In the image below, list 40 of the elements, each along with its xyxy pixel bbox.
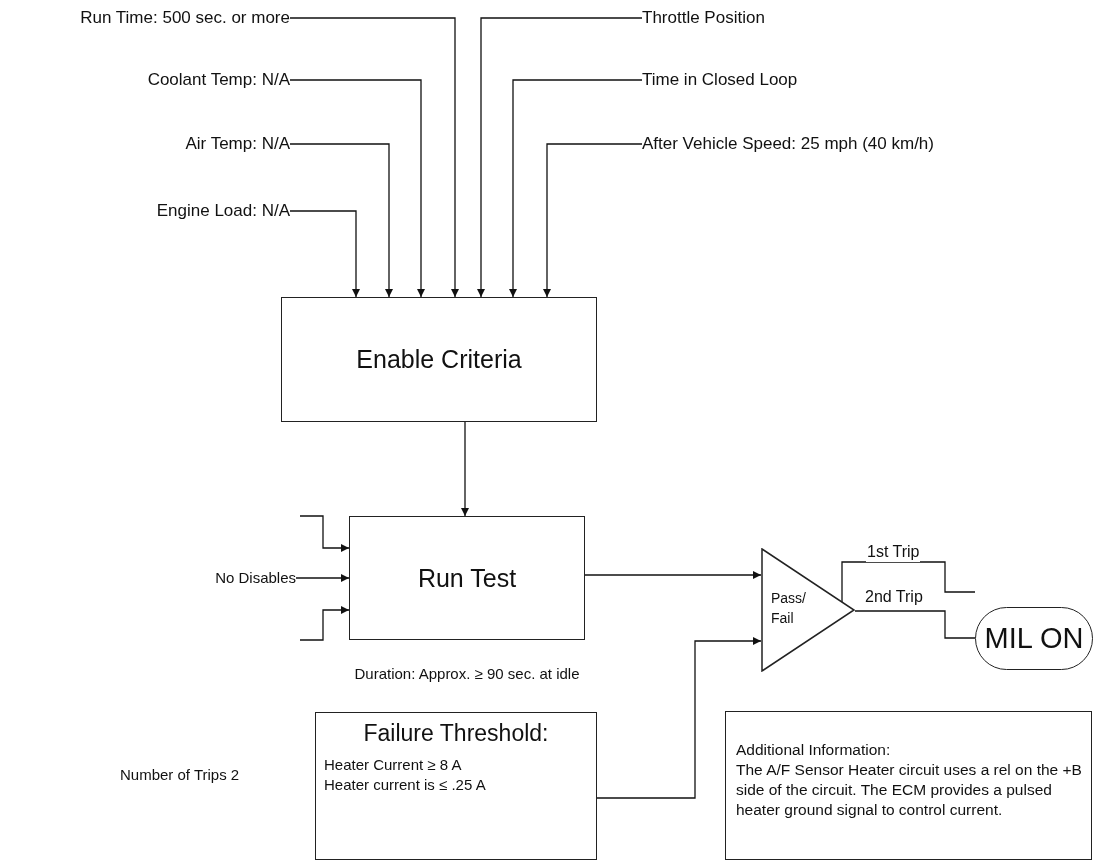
connector-arrow [299, 515, 350, 552]
pass-fail-triangle [761, 548, 855, 672]
criterion-label: Engine Load: N/A [156, 200, 290, 222]
connector-arrow [543, 143, 643, 298]
connector-arrow [289, 17, 459, 298]
trip-count-note: Number of Trips 2 [120, 765, 240, 785]
criterion-label: Throttle Position [642, 7, 765, 29]
connector-arrow [461, 421, 469, 517]
threshold-line: Heater current is ≤ .25 A [324, 775, 487, 795]
connector-arrow [509, 79, 643, 298]
connector-arrow [477, 17, 643, 298]
threshold-line: Heater Current ≥ 8 A [324, 755, 463, 775]
process-box [281, 297, 597, 422]
status-terminal [975, 607, 1093, 670]
criterion-label: Time in Closed Loop [642, 69, 798, 91]
info-paragraph: The A/F Sensor Heater circuit uses a rel on the +B side of the circuit. The ECM provides a pulsed heater ground signal to control current. [736, 760, 1083, 820]
process-box [349, 516, 585, 640]
connector-arrow [295, 574, 350, 582]
triangle-label: Pass/ Fail [771, 589, 807, 628]
threshold-box [315, 712, 597, 860]
terminal-label: MIL ON [984, 622, 1084, 655]
edge-label: 1st Trip [866, 542, 921, 562]
box-heading: Failure Threshold: [362, 719, 550, 747]
connector-arrow [596, 637, 762, 799]
criterion-label: Run Time: 500 sec. or more [80, 7, 290, 29]
criterion-label: No Disables [215, 567, 296, 589]
edge-label: 2nd Trip [864, 587, 924, 607]
criterion-label: Air Temp: N/A [185, 133, 290, 155]
duration-note: Duration: Approx. ≥ 90 sec. at idle [353, 664, 581, 684]
box-title: Enable Criteria [356, 345, 522, 374]
connector-arrow [289, 210, 360, 298]
box-title: Run Test [417, 563, 517, 593]
info-box [725, 711, 1092, 860]
connector-arrow [289, 143, 393, 298]
connector-arrow [299, 606, 350, 641]
connector-arrow [289, 79, 425, 298]
criterion-label: Coolant Temp: N/A [147, 69, 290, 91]
connector-arrow [584, 571, 762, 579]
criterion-label: After Vehicle Speed: 25 mph (40 km/h) [642, 133, 962, 155]
info-heading: Additional Information: [736, 740, 892, 760]
